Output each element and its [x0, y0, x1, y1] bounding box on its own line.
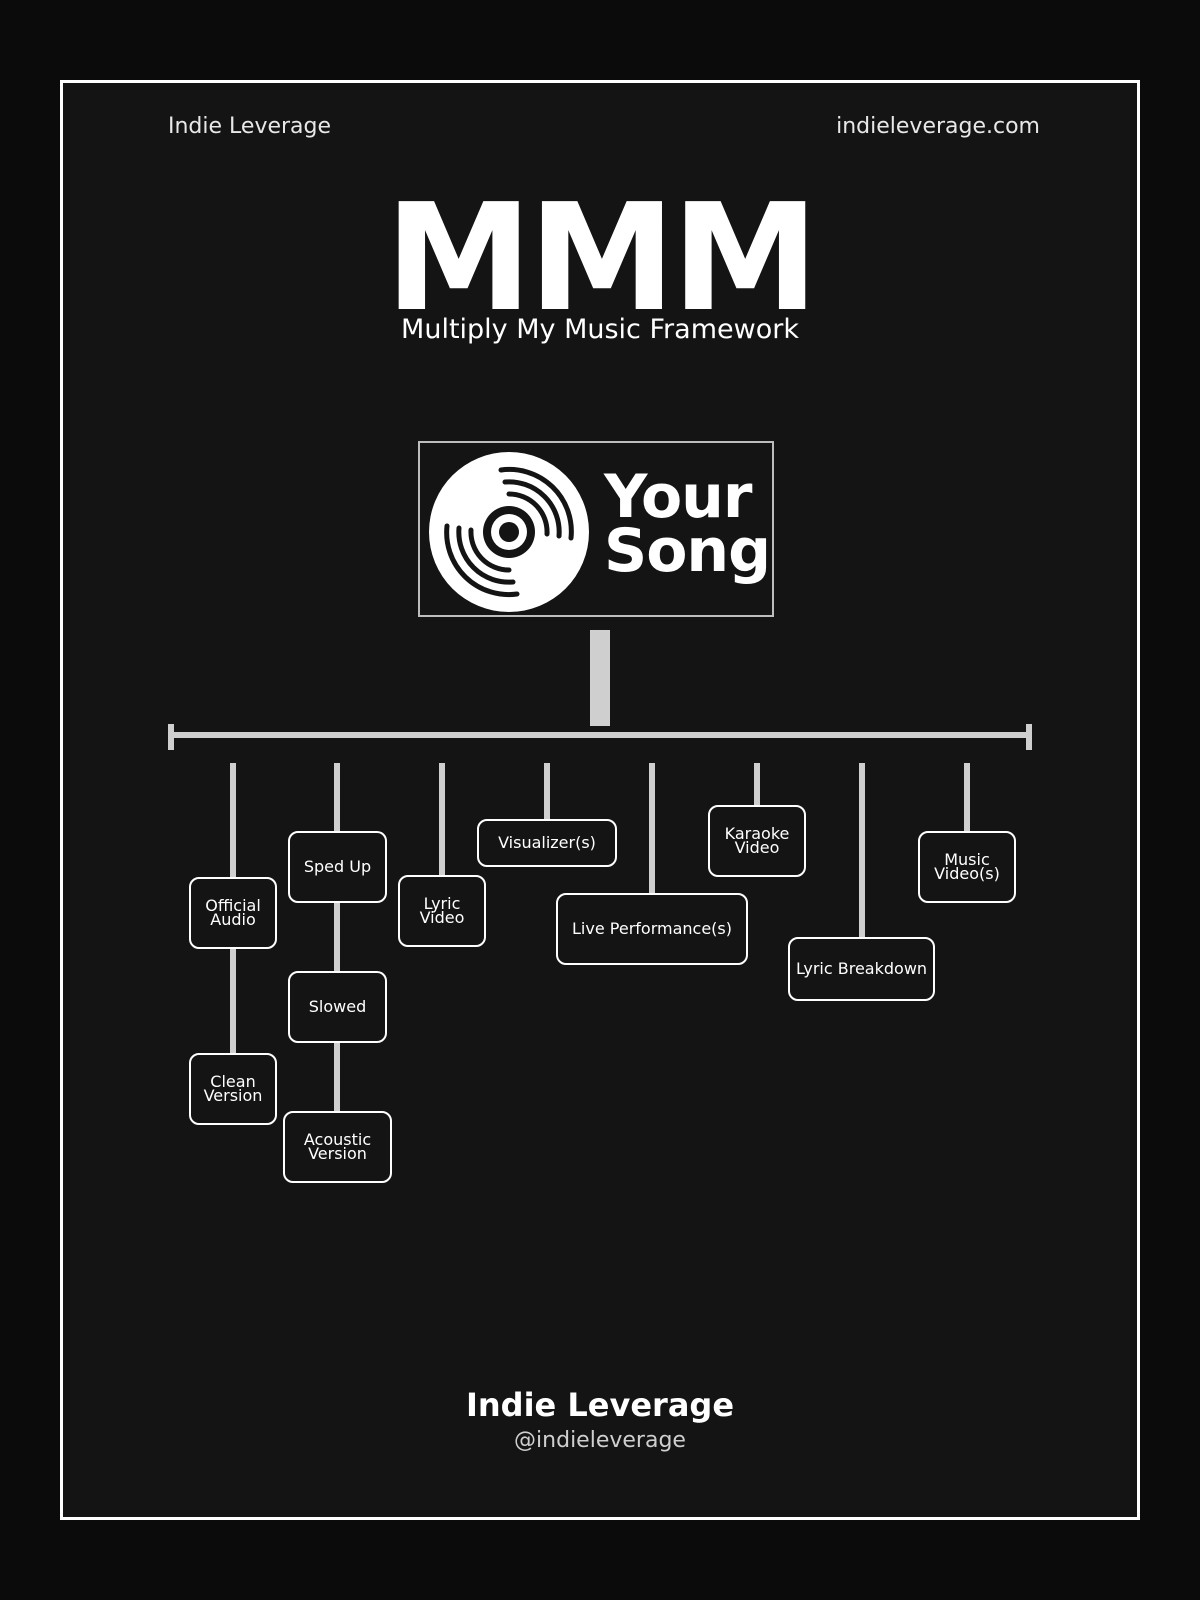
header-website-link[interactable]: indieleverage.com: [836, 114, 1040, 139]
root-node-label-line1: Your: [604, 462, 752, 532]
trunk-connector: [590, 630, 610, 726]
bus-end-cap-right: [1026, 724, 1032, 750]
drop-official-audio: [230, 763, 236, 877]
footer-social-handle[interactable]: @indieleverage: [514, 1428, 686, 1453]
vinyl-record-icon: [429, 452, 589, 612]
page-title: MMM: [385, 172, 819, 344]
drop-lyric-video: [439, 763, 445, 875]
link-sped-slowed: [334, 903, 340, 971]
link-official-clean: [230, 949, 236, 1053]
node-karaoke-video[interactable]: Karaoke Video: [708, 805, 806, 877]
node-sped-up[interactable]: Sped Up: [288, 831, 387, 903]
header-brand: Indie Leverage: [168, 114, 332, 139]
node-lyric-video[interactable]: Lyric Video: [398, 875, 486, 947]
drop-sped-up: [334, 763, 340, 831]
drop-karaoke-video: [754, 763, 760, 805]
drop-lyric-breakdown: [859, 763, 865, 937]
root-node-label-line2: Song: [604, 516, 771, 586]
node-official-audio[interactable]: Official Audio: [189, 877, 277, 949]
node-visualizers[interactable]: Visualizer(s): [477, 819, 617, 867]
poster-frame: [60, 80, 1140, 1520]
drop-visualizers: [544, 763, 550, 819]
root-node-your-song[interactable]: [418, 441, 774, 617]
bus-end-cap-left: [168, 724, 174, 750]
drop-live-performances: [649, 763, 655, 893]
drop-music-videos: [964, 763, 970, 831]
node-live-performances[interactable]: Live Performance(s): [556, 893, 748, 965]
footer-brand-name: Indie Leverage: [465, 1386, 735, 1424]
node-lyric-breakdown[interactable]: Lyric Breakdown: [788, 937, 935, 1001]
node-music-videos[interactable]: Music Video(s): [918, 831, 1016, 903]
root-node-label: Your Song: [604, 462, 771, 586]
link-slowed-acoustic: [334, 1043, 340, 1111]
node-clean-version[interactable]: Clean Version: [189, 1053, 277, 1125]
horizontal-bus: [170, 732, 1030, 738]
page-subtitle: Multiply My Music Framework: [401, 314, 799, 345]
node-acoustic-version[interactable]: Acoustic Version: [283, 1111, 392, 1183]
node-slowed[interactable]: Slowed: [288, 971, 387, 1043]
